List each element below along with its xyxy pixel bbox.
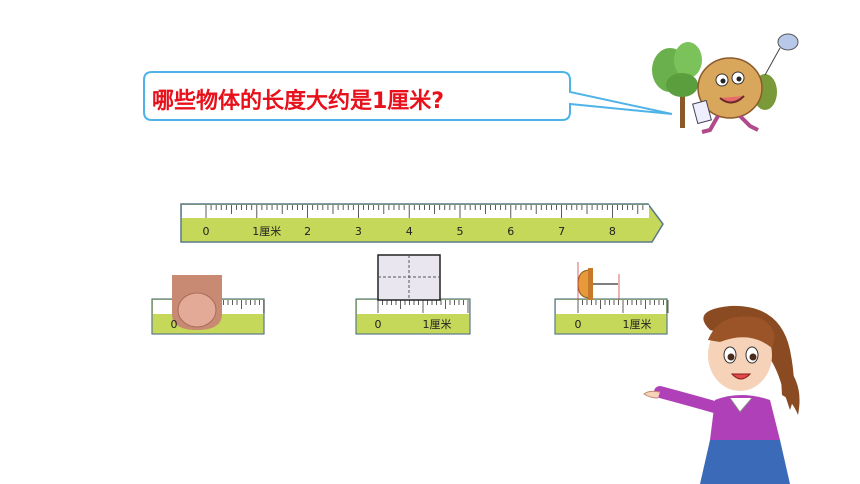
- ex2-label-0: 0: [375, 318, 382, 331]
- main-ruler-label: 7: [558, 225, 565, 238]
- main-ruler-label: 4: [406, 225, 413, 238]
- potato-mascot-illustration: [652, 33, 799, 134]
- main-ruler-label: 6: [507, 225, 514, 238]
- ex1-label-0: 0: [171, 318, 178, 331]
- main-ruler-label: 2: [304, 225, 311, 238]
- ex3-label-1: 1厘米: [623, 318, 652, 331]
- teacher-illustration: [643, 305, 800, 484]
- ex2-label-1: 1厘米: [423, 318, 452, 331]
- question-text: 哪些物体的长度大约是1厘米?: [152, 89, 445, 114]
- main-ruler-label: 3: [355, 225, 362, 238]
- main-ruler-label: 0: [203, 225, 210, 238]
- main-ruler-label: 1厘米: [252, 225, 281, 238]
- main-ruler-label: 5: [457, 225, 464, 238]
- main-ruler-label: 8: [609, 225, 616, 238]
- ex3-label-0: 0: [575, 318, 582, 331]
